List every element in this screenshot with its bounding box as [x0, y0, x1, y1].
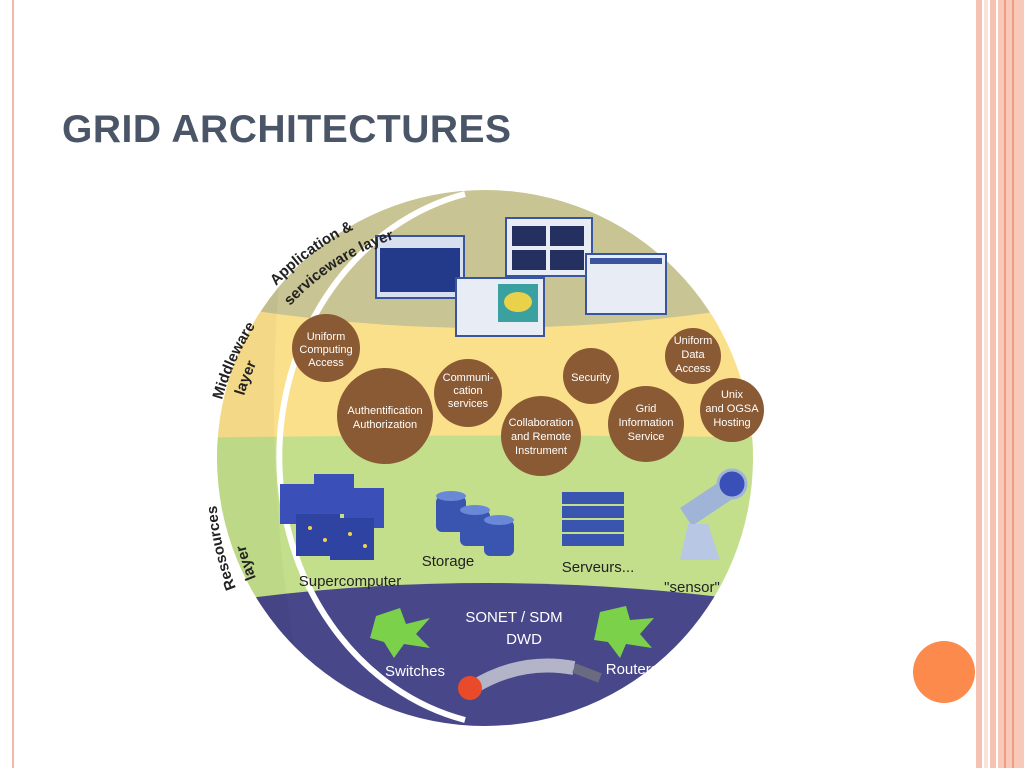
service-security: Security [563, 348, 619, 404]
svg-text:Grid: Grid [636, 403, 657, 415]
resource-serveurs-label: Serveurs... [562, 559, 635, 576]
slide-title: GRID ARCHITECTURES [62, 108, 512, 151]
decor-stripe [1004, 0, 1006, 768]
network-sonet-label-line1: SONET / SDM [465, 609, 562, 626]
decor-orange-circle [913, 641, 975, 703]
svg-text:Computing: Computing [299, 344, 352, 356]
svg-text:cation: cation [453, 385, 482, 397]
svg-text:Uniform: Uniform [674, 335, 713, 347]
decor-stripe [990, 0, 996, 768]
sensor-telescope-icon [680, 468, 748, 560]
svg-text:Authorization: Authorization [353, 419, 417, 431]
svg-text:Data: Data [681, 349, 705, 361]
svg-text:Security: Security [571, 372, 611, 384]
service-collaboration-remote-instrument: Collaboration and Remote Instrument [501, 396, 581, 476]
svg-text:Service: Service [628, 431, 665, 443]
svg-text:Communi-: Communi- [443, 372, 494, 384]
svg-text:services: services [448, 398, 489, 410]
decor-stripe [1012, 0, 1014, 768]
storage-icon [436, 491, 514, 556]
svg-text:Unix: Unix [721, 389, 744, 401]
decor-stripe [998, 0, 1024, 768]
service-unix-ogsa-hosting: Unix and OGSA Hosting [700, 378, 764, 442]
grid-architecture-diagram: Uniform Computing Access Authentificatio… [180, 188, 800, 728]
supercomputer-icon [280, 474, 384, 560]
service-uniform-computing-access: Uniform Computing Access [292, 314, 360, 382]
routers-icon [594, 606, 654, 658]
decor-stripe [976, 0, 982, 768]
svg-text:and Remote: and Remote [511, 431, 571, 443]
svg-text:Instrument: Instrument [515, 445, 567, 457]
svg-text:Access: Access [675, 363, 711, 375]
resource-supercomputer-label: Supercomputer [299, 573, 402, 590]
service-communication-services: Communi- cation services [434, 359, 502, 427]
service-grid-information-service: Grid Information Service [608, 386, 684, 462]
svg-text:Collaboration: Collaboration [509, 417, 574, 429]
service-authentification-authorization: Authentification Authorization [337, 368, 433, 464]
resource-storage-label: Storage [422, 553, 475, 570]
svg-text:Access: Access [308, 357, 344, 369]
fiber-cable-icon [458, 658, 602, 700]
grid-diagram-svg: Uniform Computing Access Authentificatio… [204, 190, 764, 726]
slide-left-border [0, 0, 14, 768]
decor-stripe [984, 0, 988, 768]
servers-icon [562, 492, 624, 546]
network-sonet-label-line2: DWD [506, 631, 542, 648]
network-switches-label: Switches [385, 663, 445, 680]
svg-text:Hosting: Hosting [713, 417, 750, 429]
resource-sensor-label: "sensor" [664, 579, 720, 596]
svg-text:Authentification: Authentification [347, 405, 422, 417]
network-routers-label: Routers [606, 661, 659, 678]
switches-icon [370, 608, 430, 658]
application-windows-icon [375, 217, 667, 337]
service-uniform-data-access: Uniform Data Access [665, 328, 721, 384]
svg-text:Uniform: Uniform [307, 331, 346, 343]
svg-text:and OGSA: and OGSA [705, 403, 759, 415]
svg-text:Information: Information [618, 417, 673, 429]
